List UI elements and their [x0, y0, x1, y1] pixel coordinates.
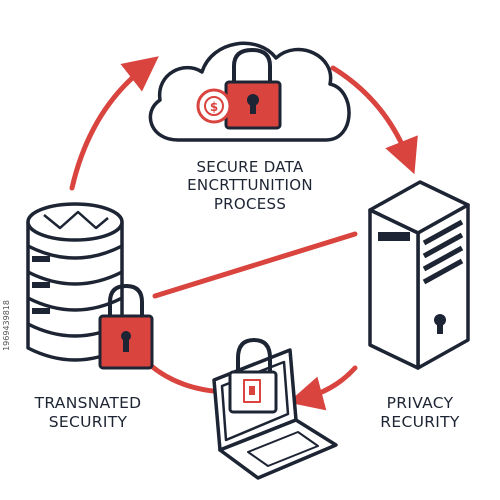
- svg-text:$: $: [210, 100, 218, 114]
- left-label-line2: SECURITY: [48, 412, 128, 431]
- secure-data-encryption-process-label: SECURE DATA ENCRTTUNITION PROCESS: [150, 158, 350, 213]
- cloud-icon: $: [148, 41, 351, 142]
- right-label-line2: RECURITY: [380, 412, 460, 431]
- arrow-cloud-to-server: [330, 65, 418, 175]
- database-icon: [26, 202, 154, 370]
- dollar-coin-icon: $: [196, 88, 232, 124]
- padlock-icon: [228, 338, 278, 414]
- laptop-icon: [212, 338, 338, 480]
- watermark-id: 1969439818: [2, 300, 11, 351]
- right-label-line1: PRIVACY: [386, 394, 454, 412]
- connector-database-to-server: [152, 231, 358, 299]
- privacy-recurity-label: PRIVACY RECURITY: [350, 394, 490, 432]
- transnated-security-label: TRANSNATED SECURITY: [8, 394, 168, 432]
- server-tower-icon: [368, 180, 470, 370]
- left-label-line1: TRANSNATED: [34, 394, 142, 412]
- arrow-database-to-cloud: [69, 56, 159, 191]
- padlock-icon: [98, 284, 154, 370]
- center-label-line1: SECURE DATA: [196, 158, 304, 176]
- arrow-server-to-laptop: [288, 365, 358, 411]
- center-label-line2: ENCRTTUNITION: [187, 176, 313, 195]
- center-label-line3: PROCESS: [213, 194, 287, 213]
